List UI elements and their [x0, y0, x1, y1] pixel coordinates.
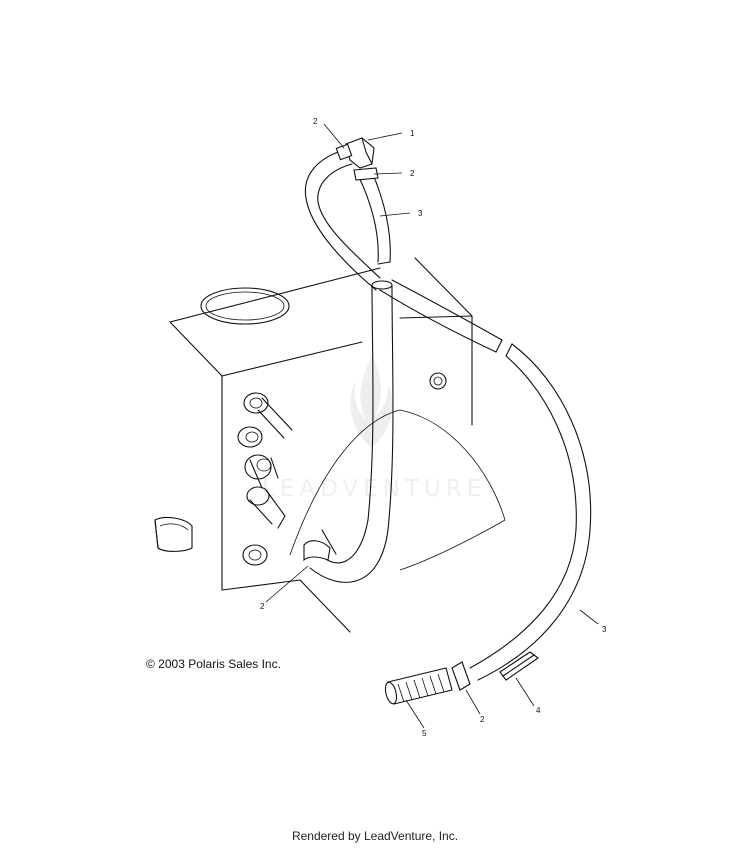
watermark-text: LEADVENTURE [262, 476, 486, 502]
tank-fitting-2 [237, 426, 263, 448]
hose-clamp-lower [303, 529, 337, 562]
copyright-notice: © 2003 Polaris Sales Inc. [146, 657, 281, 671]
callout-3-upper: 3 [418, 209, 423, 218]
fuel-tank [154, 257, 506, 633]
callout-3-lower: 3 [602, 625, 607, 634]
bracket-block [154, 517, 193, 552]
fuel-hose-down [309, 280, 394, 583]
tank-fitting-5 [242, 544, 268, 566]
fuel-hose-upper [304, 149, 391, 291]
leader-lines [265, 123, 599, 729]
callout-5: 5 [422, 729, 427, 738]
callout-1: 1 [410, 129, 415, 138]
tank-side-fitting [429, 372, 447, 390]
callout-2-right: 2 [410, 169, 415, 178]
hose-clamp-bottom [451, 661, 471, 691]
hose-clamp-top [335, 143, 353, 161]
callout-2-lower: 2 [260, 602, 265, 611]
tank-fitting-1 [243, 392, 293, 439]
fuel-hose-long [379, 279, 592, 681]
callout-4: 4 [536, 706, 541, 715]
callout-2-bottom: 2 [480, 715, 485, 724]
tank-fitting-4 [246, 486, 286, 529]
callout-2-top: 2 [313, 117, 318, 126]
tank-fitting-3 [244, 454, 279, 489]
fuel-filter [384, 667, 453, 705]
watermark-logo: LEADVENTURE [262, 355, 486, 502]
hose-tie-strap [499, 651, 539, 681]
elbow-fitting [345, 137, 375, 169]
hose-clamp-right [353, 167, 379, 181]
render-credit: Rendered by LeadVenture, Inc. [291, 829, 459, 843]
